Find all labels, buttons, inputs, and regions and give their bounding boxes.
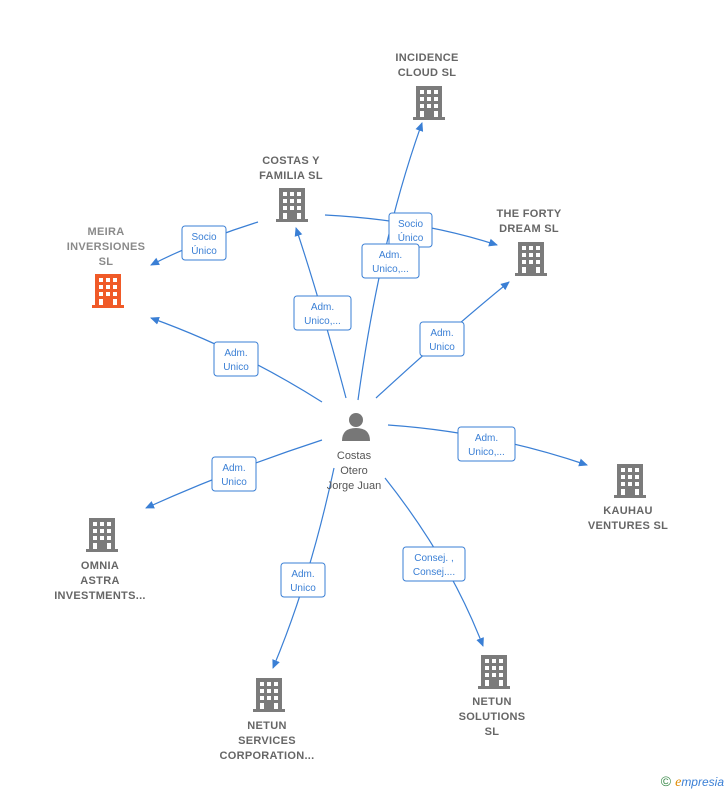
- building-icon: [478, 655, 510, 689]
- edges: [145, 122, 588, 669]
- company-nodes: MEIRA INVERSIONES SL COSTAS Y FAMILIA SL…: [54, 52, 668, 762]
- company-label-line: VENTURES SL: [588, 520, 668, 532]
- brand-name: mpresia: [681, 775, 724, 789]
- person-icon: [342, 413, 370, 441]
- svg-text:Adm.: Adm.: [291, 569, 314, 580]
- svg-text:Socio: Socio: [398, 219, 423, 230]
- company-label-line: KAUHAU: [603, 505, 652, 517]
- svg-text:Unico,...: Unico,...: [468, 447, 505, 458]
- company-node-forty-dream[interactable]: THE FORTY DREAM SL: [496, 208, 562, 276]
- relation-label[interactable]: Consej. , Consej....: [402, 546, 466, 582]
- relation-label[interactable]: Adm. Unico,...: [457, 426, 516, 462]
- building-icon: [413, 86, 445, 120]
- relation-label[interactable]: Adm. Unico,...: [361, 243, 420, 279]
- svg-text:Unico: Unico: [429, 342, 455, 353]
- company-label-line: INVESTMENTS...: [54, 590, 146, 602]
- svg-text:Adm.: Adm.: [379, 250, 402, 261]
- svg-text:Adm.: Adm.: [224, 348, 247, 359]
- svg-text:Consej....: Consej....: [413, 567, 455, 578]
- svg-text:Único: Único: [191, 244, 217, 257]
- svg-text:Adm.: Adm.: [430, 328, 453, 339]
- relation-labels: Socio Único Socio Único Adm. Unico,... A…: [181, 212, 516, 598]
- svg-text:Unico,...: Unico,...: [372, 264, 409, 275]
- company-node-meira[interactable]: MEIRA INVERSIONES SL: [67, 226, 146, 308]
- brand-watermark: ©empresia: [661, 773, 724, 791]
- company-label-line: DREAM SL: [499, 223, 559, 235]
- svg-text:Unico: Unico: [290, 583, 316, 594]
- copyright-icon: ©: [660, 773, 672, 789]
- company-label-line: COSTAS Y: [262, 155, 320, 167]
- svg-text:Socio: Socio: [191, 232, 216, 243]
- company-label-line: FAMILIA SL: [259, 170, 323, 182]
- relation-label[interactable]: Adm. Unico,...: [293, 295, 352, 331]
- building-icon: [276, 188, 308, 222]
- svg-text:Adm.: Adm.: [222, 463, 245, 474]
- company-node-kauhau[interactable]: KAUHAU VENTURES SL: [588, 464, 668, 532]
- person-name-line: Otero: [340, 465, 368, 477]
- company-node-incidence[interactable]: INCIDENCE CLOUD SL: [395, 52, 458, 120]
- person-name-line: Costas: [337, 450, 372, 462]
- company-label-line: SERVICES: [238, 735, 296, 747]
- company-node-netun-solutions[interactable]: NETUN SOLUTIONS SL: [459, 655, 526, 738]
- relation-label[interactable]: Adm. Unico: [419, 321, 465, 357]
- company-label-line: NETUN: [472, 696, 511, 708]
- company-label-line: SOLUTIONS: [459, 711, 526, 723]
- svg-text:Adm.: Adm.: [311, 302, 334, 313]
- building-icon: [515, 242, 547, 276]
- company-label-line: OMNIA: [81, 560, 119, 572]
- company-label-line: CLOUD SL: [398, 67, 457, 79]
- building-icon: [253, 678, 285, 712]
- svg-text:Unico: Unico: [221, 477, 247, 488]
- brand-initial: e: [675, 775, 682, 790]
- company-label-line: ASTRA: [80, 575, 119, 587]
- person-name-line: Jorge Juan: [327, 480, 381, 492]
- company-node-omnia[interactable]: OMNIA ASTRA INVESTMENTS...: [54, 518, 146, 602]
- svg-text:Adm.: Adm.: [475, 433, 498, 444]
- company-label-line: INVERSIONES: [67, 241, 146, 253]
- svg-text:Consej. ,: Consej. ,: [414, 553, 453, 564]
- building-icon: [614, 464, 646, 498]
- relation-label[interactable]: Adm. Unico: [211, 456, 257, 492]
- company-node-netun-services[interactable]: NETUN SERVICES CORPORATION...: [219, 678, 314, 762]
- building-icon: [86, 518, 118, 552]
- svg-text:Unico,...: Unico,...: [304, 316, 341, 327]
- relation-label[interactable]: Socio Único: [388, 212, 433, 248]
- company-label-line: CORPORATION...: [219, 750, 314, 762]
- company-label-line: NETUN: [247, 720, 286, 732]
- company-label-line: SL: [485, 726, 500, 738]
- svg-text:Unico: Unico: [223, 362, 249, 373]
- relation-label[interactable]: Adm. Unico: [213, 341, 259, 377]
- company-node-costas-familia[interactable]: COSTAS Y FAMILIA SL: [259, 155, 323, 222]
- company-label-line: INCIDENCE: [395, 52, 458, 64]
- relation-label[interactable]: Socio Único: [181, 225, 227, 261]
- company-label-line: SL: [99, 256, 114, 268]
- building-icon: [92, 274, 124, 308]
- person-node[interactable]: Costas Otero Jorge Juan: [327, 413, 381, 492]
- company-label-line: THE FORTY: [496, 208, 561, 220]
- svg-text:Único: Único: [398, 231, 424, 244]
- relation-label[interactable]: Adm. Unico: [280, 562, 326, 598]
- company-label-line: MEIRA: [88, 226, 125, 238]
